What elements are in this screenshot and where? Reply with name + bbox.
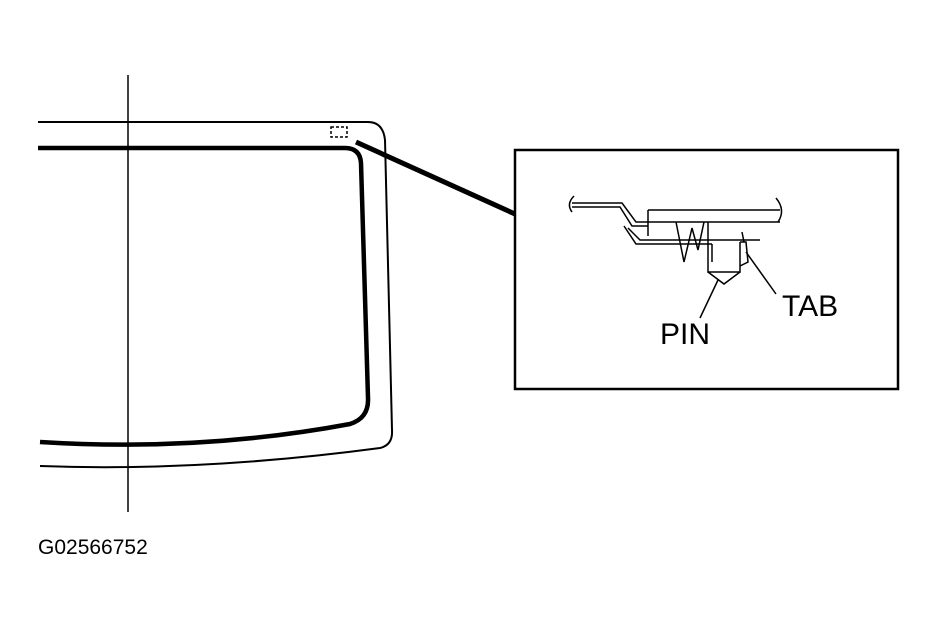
tab-leader-line — [745, 251, 777, 295]
detail-leader-line — [354, 139, 517, 217]
pin-label: PIN — [660, 318, 711, 351]
detail-box — [513, 148, 900, 391]
clip-location-marker — [330, 126, 348, 138]
figure-id: G02566752 — [38, 536, 148, 559]
clip-cross-section — [568, 195, 783, 285]
glass-outer-outline — [38, 121, 394, 469]
tab-label: TAB — [782, 290, 839, 323]
molding-inner-line — [38, 145, 371, 447]
pin-leader-line — [699, 279, 719, 319]
